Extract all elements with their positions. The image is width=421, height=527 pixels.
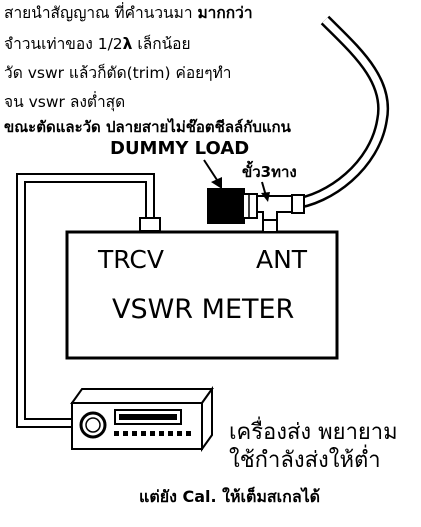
trcv-connector <box>139 217 161 232</box>
footer-note: แต่ยัง Cal. ให้เต็มสเกลได้ <box>139 487 321 506</box>
note-line-2-end: เล็กน้อย <box>132 35 191 53</box>
note-line-3: วัด vswr แล้วก็ตัด(trim) ค่อยๆทำ <box>4 64 232 82</box>
vswr-meter-box <box>65 230 339 360</box>
note-line-1-start: สายนำสัญญาณ ที่คำนวนมา <box>4 4 198 22</box>
note-line-5: ขณะตัดและวัด ปลายสายไม่ช๊อตชีลล์กับแกน <box>4 118 291 136</box>
ant-port-label: ANT <box>256 245 308 274</box>
transmitter <box>70 385 214 453</box>
transmitter-note-2: ใช้กำลังส่งให้ต่ำ <box>229 448 381 473</box>
note-line-2: จำวนเท่าของ 1/2λ เล็กน้อย <box>4 35 191 53</box>
lambda-symbol: λ <box>122 35 133 53</box>
tee-connector <box>254 195 293 221</box>
transmitter-buttons <box>114 431 191 436</box>
note-line-1-emphasis: มากกว่า <box>197 4 253 22</box>
trcv-port-label: TRCV <box>98 245 164 274</box>
note-line-1: สายนำสัญญาณ ที่คำนวนมา มากกว่า <box>4 4 253 22</box>
ant-connector <box>262 219 278 233</box>
dummy-load-arrow <box>203 159 220 184</box>
note-line-2-start: จำวนเท่าของ 1/2 <box>4 35 123 53</box>
note-line-4: จน vswr ลงต่ำสุด <box>4 93 126 111</box>
dummy-load <box>207 188 245 224</box>
dummy-load-label: DUMMY LOAD <box>110 138 250 159</box>
transmitter-note-1: เครื่องส่ง พยายาม <box>229 420 398 445</box>
coax-cable-antenna <box>291 15 390 210</box>
tee-label: ขั้ว3ทาง <box>242 163 297 181</box>
meter-title: VSWR METER <box>112 294 295 325</box>
